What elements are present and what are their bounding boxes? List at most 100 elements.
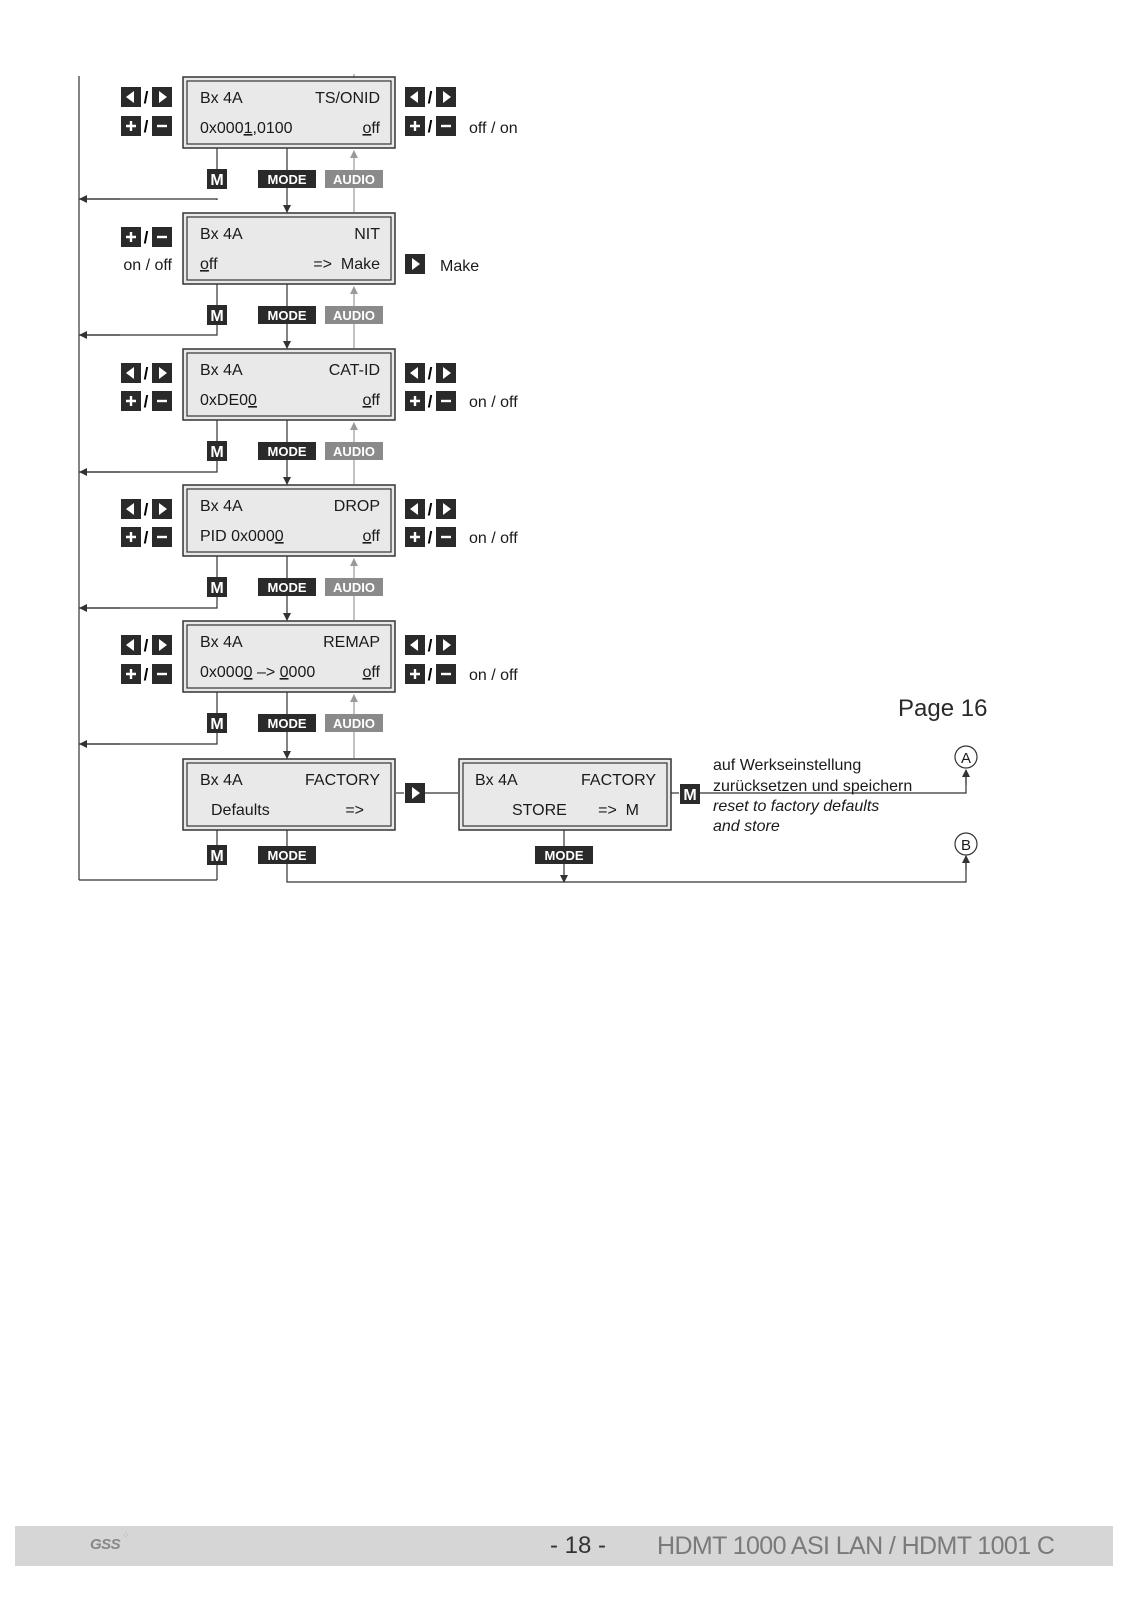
- left-arrow-key-icon[interactable]: [405, 499, 425, 519]
- left-arrow-key-icon[interactable]: [405, 87, 425, 107]
- screen-action: => M: [598, 802, 639, 819]
- screen-state: off: [362, 120, 380, 137]
- slash: /: [428, 528, 433, 547]
- cat-id-option-label: on / off: [469, 394, 518, 411]
- slash: /: [428, 117, 433, 136]
- menu-flow-diagram: Bx 4A TS/ONID 0x0001,0100 off Bx 4A NIT …: [78, 74, 987, 883]
- screen-action: => Make: [313, 256, 380, 273]
- audio-key-label: AUDIO: [333, 308, 375, 323]
- right-arrow-key-icon[interactable]: [152, 635, 172, 655]
- footer-bar: GSS ⁘ - 18 - HDMT 1000 ASI LAN / HDMT 10…: [15, 1526, 1113, 1566]
- mode-key-store[interactable]: [535, 846, 593, 864]
- m-key-label: M: [683, 787, 696, 804]
- audio-key-label: AUDIO: [333, 444, 375, 459]
- factory-row-lines: [396, 769, 970, 794]
- right-arrow-key-icon[interactable]: [436, 499, 456, 519]
- minus-key-icon[interactable]: [436, 527, 456, 547]
- plus-key-icon[interactable]: [405, 116, 425, 136]
- mode-key[interactable]: [258, 578, 316, 596]
- page-number: - 18 -: [550, 1532, 607, 1559]
- screen-title: Bx 4A: [200, 362, 243, 379]
- minus-key-icon[interactable]: [436, 391, 456, 411]
- mode-key-label: MODE: [268, 172, 307, 187]
- right-arrow-key-icon[interactable]: [436, 363, 456, 383]
- m-key[interactable]: [207, 169, 227, 189]
- audio-key[interactable]: [325, 578, 383, 596]
- right-arrow-key-icon[interactable]: [152, 499, 172, 519]
- slash: /: [144, 528, 149, 547]
- connector-a-label: A: [961, 750, 971, 767]
- left-arrow-key-icon[interactable]: [405, 635, 425, 655]
- factory-note-de-2: zurücksetzen und speichern: [713, 778, 912, 795]
- plus-key-icon[interactable]: [405, 391, 425, 411]
- plus-key-icon[interactable]: [121, 227, 141, 247]
- right-arrow-key-icon[interactable]: [405, 783, 425, 803]
- plus-key-icon[interactable]: [405, 527, 425, 547]
- screen-value: 0x0000 –> 0000: [200, 664, 315, 681]
- screen-param: TS/ONID: [315, 90, 380, 107]
- slash: /: [144, 364, 149, 383]
- minus-key-icon[interactable]: [436, 116, 456, 136]
- left-arrow-key-icon[interactable]: [121, 635, 141, 655]
- m-key[interactable]: [207, 845, 227, 865]
- minus-key-icon[interactable]: [152, 664, 172, 684]
- minus-key-icon[interactable]: [436, 664, 456, 684]
- mode-key[interactable]: [258, 306, 316, 324]
- audio-key-label: AUDIO: [333, 580, 375, 595]
- screen-state: off: [362, 392, 380, 409]
- mode-key[interactable]: [258, 170, 316, 188]
- plus-key-icon[interactable]: [121, 664, 141, 684]
- mode-key[interactable]: [258, 442, 316, 460]
- plus-key-icon[interactable]: [121, 527, 141, 547]
- right-arrow-key-icon[interactable]: [436, 87, 456, 107]
- screen-title: Bx 4A: [200, 226, 243, 243]
- m-key[interactable]: [207, 713, 227, 733]
- left-arrow-key-icon[interactable]: [405, 363, 425, 383]
- logo-dots-icon: ⁘: [122, 1530, 130, 1540]
- m-key-label: M: [210, 848, 223, 865]
- connector-b: B: [954, 832, 978, 856]
- key-row-3: M MODE AUDIO: [207, 441, 383, 461]
- screen-title: Bx 4A: [200, 498, 243, 515]
- m-key-store[interactable]: [680, 784, 700, 804]
- right-arrow-key-icon[interactable]: [152, 363, 172, 383]
- factory-note-en-1: reset to factory defaults: [713, 798, 879, 815]
- m-key[interactable]: [207, 441, 227, 461]
- audio-key[interactable]: [325, 442, 383, 460]
- m-key[interactable]: [207, 577, 227, 597]
- audio-key[interactable]: [325, 170, 383, 188]
- minus-key-icon[interactable]: [152, 227, 172, 247]
- left-arrow-key-icon[interactable]: [121, 363, 141, 383]
- drop-option-label: on / off: [469, 530, 518, 547]
- left-arrow-key-icon[interactable]: [121, 87, 141, 107]
- screen-value: 0xDE00: [200, 392, 257, 409]
- left-arrow-key-icon[interactable]: [121, 499, 141, 519]
- m-key[interactable]: [207, 305, 227, 325]
- minus-key-icon[interactable]: [152, 527, 172, 547]
- nit-make-label: Make: [440, 258, 479, 275]
- lcd-screen-drop: Bx 4A DROP PID 0x0000 off: [182, 484, 396, 557]
- plus-key-icon[interactable]: [405, 664, 425, 684]
- screen-title: Bx 4A: [200, 634, 243, 651]
- mode-key[interactable]: [258, 846, 316, 864]
- right-arrow-key-icon[interactable]: [436, 635, 456, 655]
- audio-key[interactable]: [325, 306, 383, 324]
- plus-key-icon[interactable]: [121, 116, 141, 136]
- audio-key-label: AUDIO: [333, 172, 375, 187]
- m-key-label: M: [210, 444, 223, 461]
- slash: /: [428, 636, 433, 655]
- m-key-label: M: [210, 580, 223, 597]
- connector-b-label: B: [961, 837, 971, 854]
- minus-key-icon[interactable]: [152, 116, 172, 136]
- slash: /: [428, 392, 433, 411]
- plus-key-icon[interactable]: [121, 391, 141, 411]
- mode-key[interactable]: [258, 714, 316, 732]
- connector-a: A: [954, 745, 978, 769]
- factory-note-de-1: auf Werkseinstellung: [713, 757, 861, 774]
- audio-key-label: AUDIO: [333, 716, 375, 731]
- right-arrow-key-icon[interactable]: [152, 87, 172, 107]
- minus-key-icon[interactable]: [152, 391, 172, 411]
- m-key-label: M: [210, 716, 223, 733]
- audio-key[interactable]: [325, 714, 383, 732]
- right-arrow-key-icon[interactable]: [405, 254, 425, 274]
